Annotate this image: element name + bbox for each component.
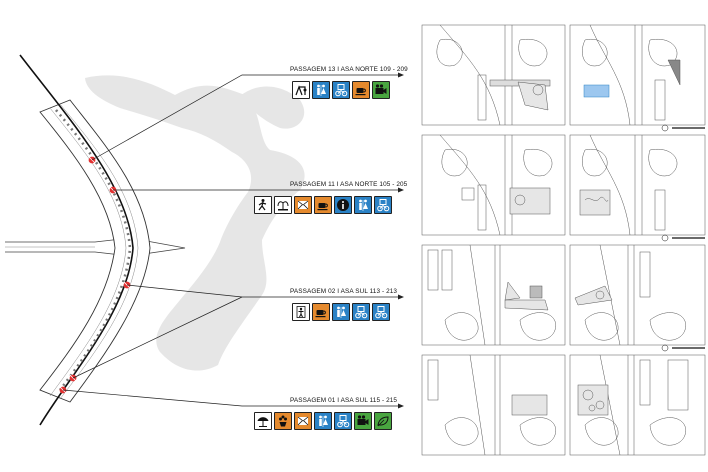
- leader-arrowheads: [398, 72, 404, 409]
- passage-13-label: PASSAGEM 13 I ASA NORTE 109 - 209: [290, 66, 408, 73]
- bike-rack-icon: [334, 412, 352, 430]
- flower-market-icon: [274, 412, 292, 430]
- leader-lines: [62, 74, 402, 407]
- cafe-icon: [314, 196, 332, 214]
- wing-band-outer: [39, 99, 151, 403]
- monumental-axis: [5, 237, 186, 257]
- passage-11-label: PASSAGEM 11 I ASA NORTE 105 - 205: [290, 181, 408, 188]
- restroom-icon: [312, 81, 330, 99]
- passage-02-label: PASSAGEM 02 I ASA SUL 113 - 213: [290, 288, 398, 295]
- gym-icon: [292, 303, 310, 321]
- restroom-icon: [332, 303, 350, 321]
- passage-01-icons: [254, 412, 392, 430]
- bike-rack-icon: [352, 303, 370, 321]
- newsstand-icon: [294, 196, 312, 214]
- passage-01-label: PASSAGEM 01 I ASA SUL 115 - 215: [290, 397, 398, 404]
- garden-icon: [374, 412, 392, 430]
- info-icon: [334, 196, 352, 214]
- playground-icon: [292, 81, 310, 99]
- fountain-icon: [274, 196, 292, 214]
- cafe-icon: [352, 81, 370, 99]
- highway-axis: [19, 54, 134, 426]
- shelter-icon: [254, 412, 272, 430]
- passage-13-icons: [292, 81, 390, 99]
- site-plans: [421, 24, 706, 456]
- bike-rack-icon: [372, 303, 390, 321]
- bike-rack-icon: [332, 81, 350, 99]
- cafe-icon: [312, 303, 330, 321]
- wing-band-inner-1: [49, 107, 127, 397]
- sports-icon: [254, 196, 272, 214]
- lake-branch: [240, 86, 305, 129]
- restroom-icon: [314, 412, 332, 430]
- plan-row-11: [421, 134, 706, 242]
- passage-11-icons: [254, 196, 392, 214]
- plan-row-01: [421, 354, 706, 456]
- cinema-icon: [372, 81, 390, 99]
- passage-02-icons: [292, 303, 390, 321]
- cinema-icon: [354, 412, 372, 430]
- plan-row-13: [421, 24, 706, 132]
- bike-rack-icon: [374, 196, 392, 214]
- wing-band-inner-2: [59, 103, 139, 400]
- restroom-icon: [354, 196, 372, 214]
- plan-row-02: [421, 244, 706, 352]
- newsstand-icon: [294, 412, 312, 430]
